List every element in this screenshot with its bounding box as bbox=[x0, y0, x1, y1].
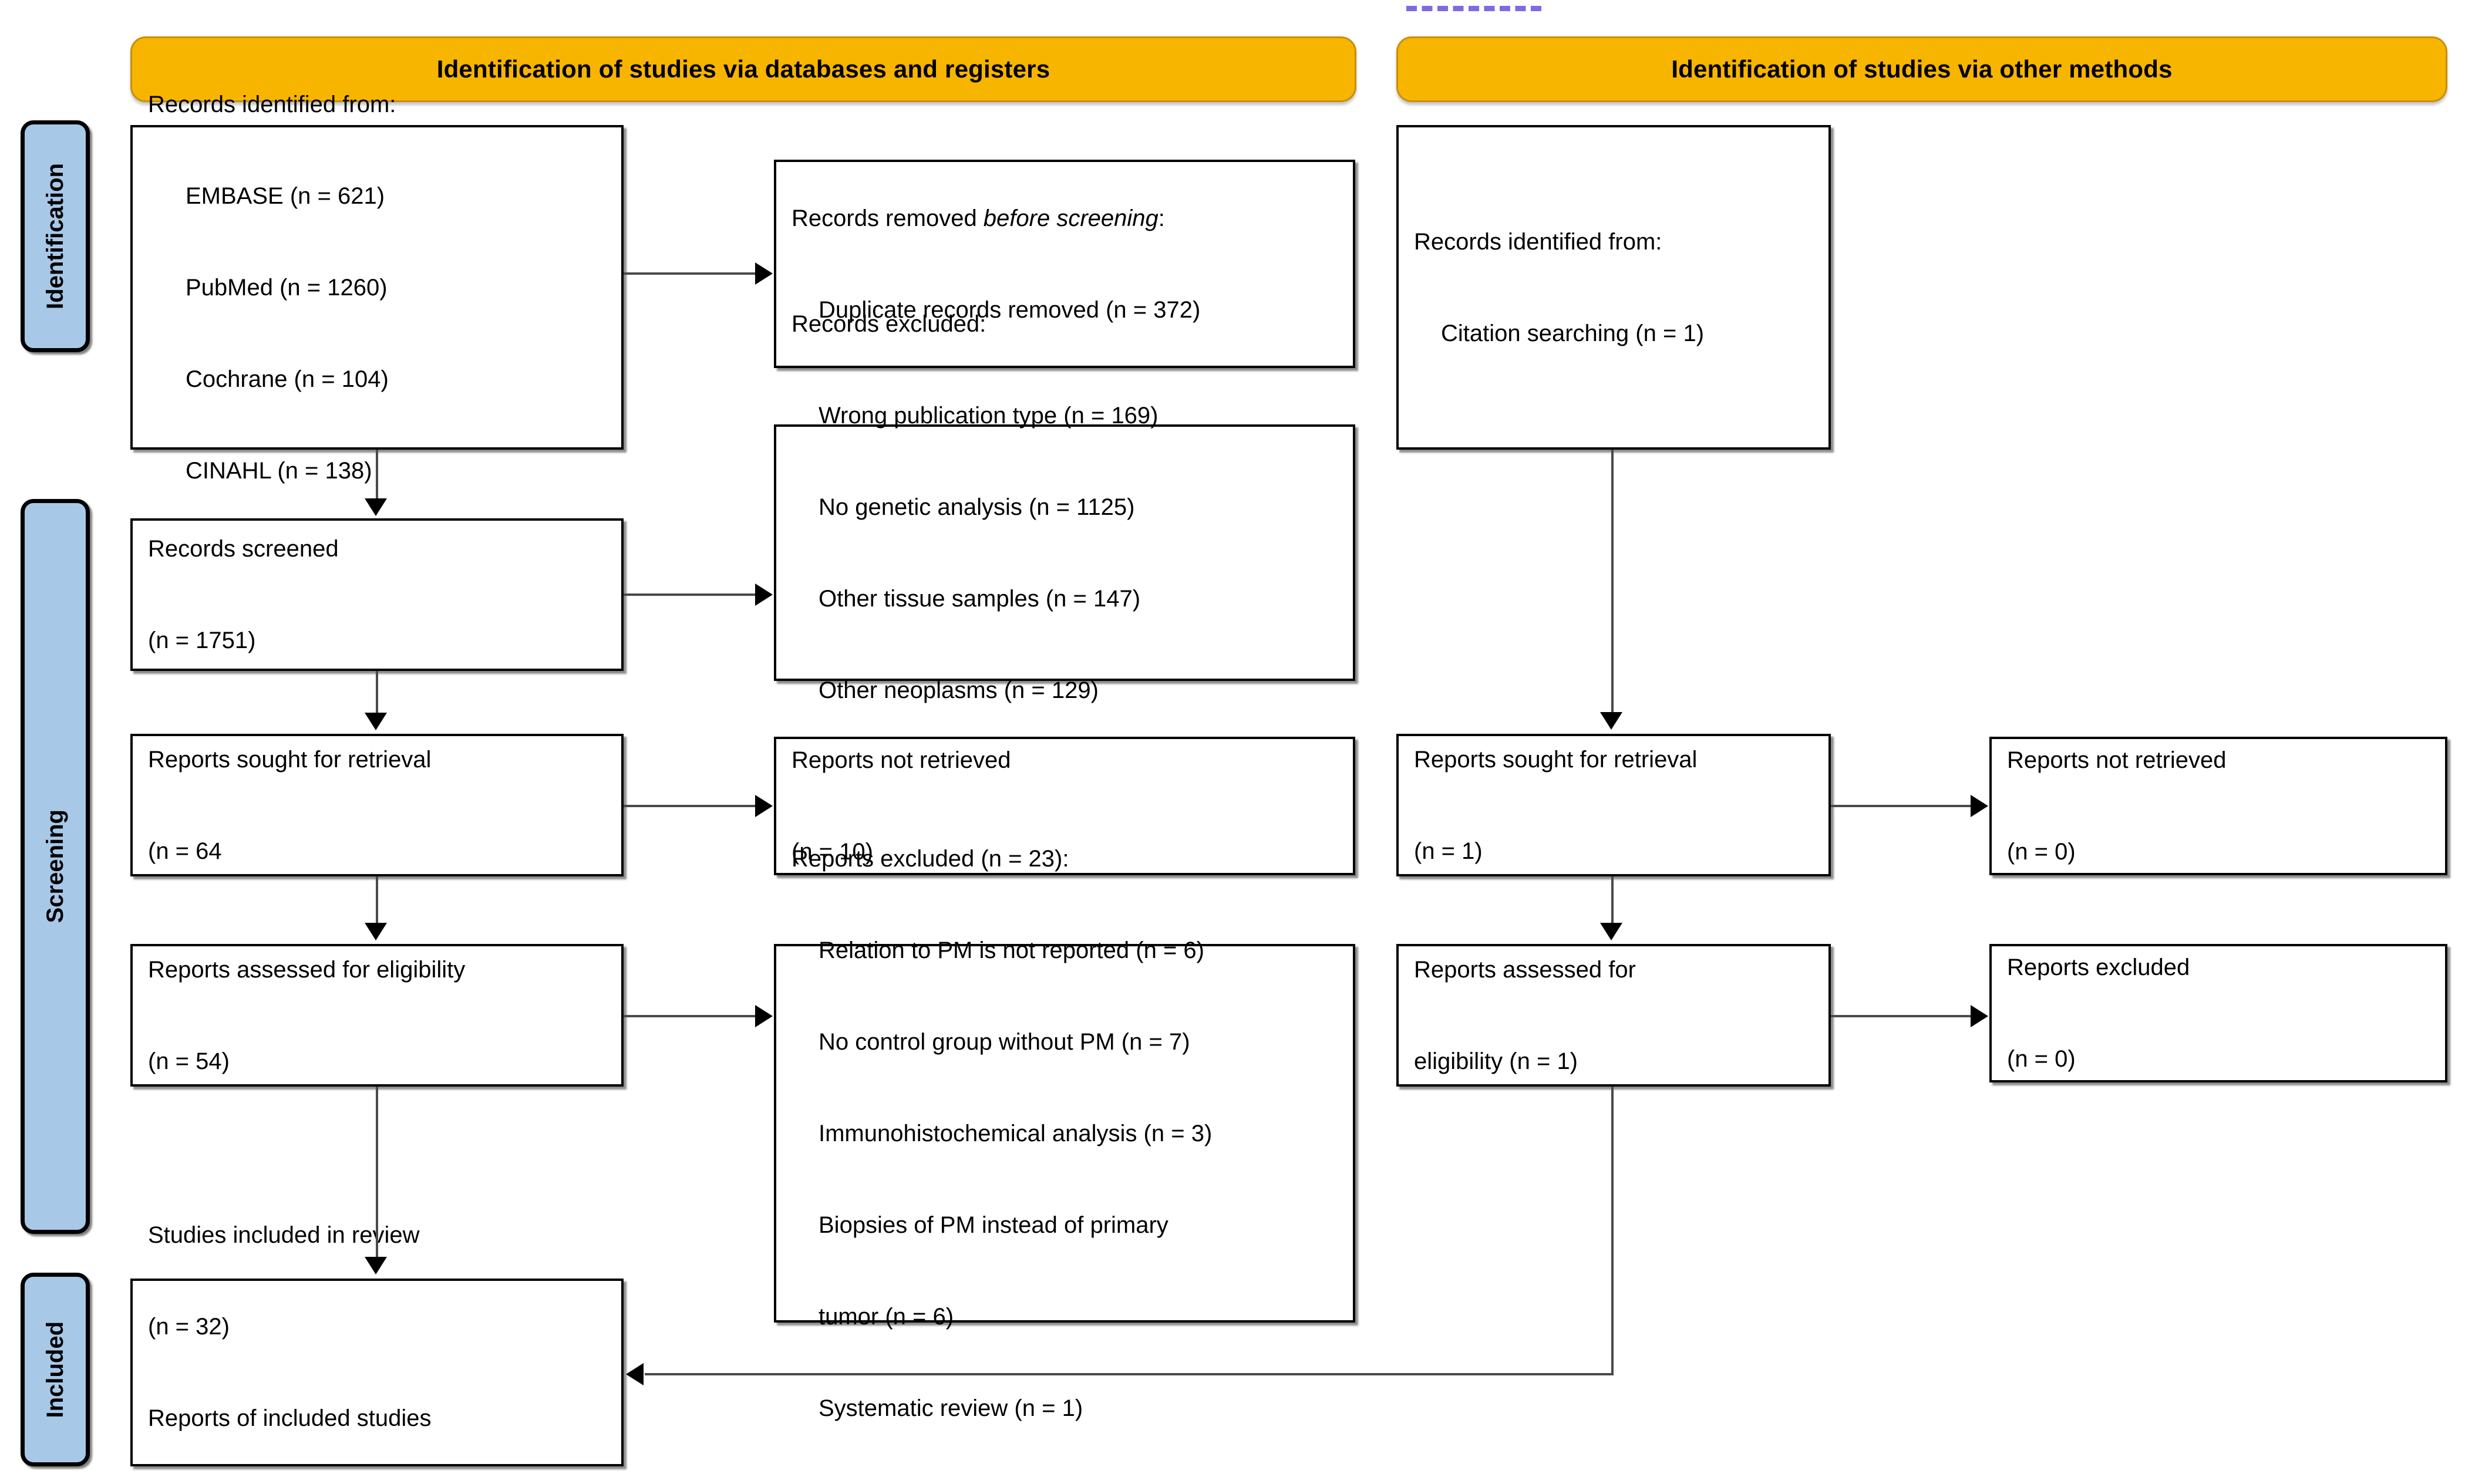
records-identified-line1: Records identified from: bbox=[148, 91, 396, 117]
rail-identification: Identification bbox=[21, 120, 90, 352]
arrow-identified-to-removed bbox=[755, 262, 773, 285]
box-reports-sought: Reports sought for retrieval (n = 64 bbox=[130, 734, 624, 876]
box-studies-included: Studies included in review (n = 32) Repo… bbox=[130, 1222, 624, 1466]
arrow-identified-to-screened bbox=[365, 498, 387, 516]
arrow-screened-to-excluded bbox=[755, 584, 773, 606]
connector-identified-to-removed bbox=[624, 272, 756, 275]
box-records-screened: Records screened (n = 1751) bbox=[130, 518, 624, 671]
records-removed-line2: Duplicate records removed (n = 372) bbox=[819, 296, 1201, 323]
reports-sought-line1: Reports sought for retrieval bbox=[148, 746, 432, 773]
records-excluded-line3: No genetic analysis (n = 1125) bbox=[819, 494, 1135, 520]
box-other-reports-excluded: Reports excluded (n = 0) bbox=[1989, 944, 2447, 1082]
records-excluded-line5: Other neoplasms (n = 129) bbox=[819, 677, 1099, 703]
arrow-assessed-to-excluded bbox=[755, 1005, 773, 1027]
arrow-other-sought-to-not-retrieved bbox=[1971, 795, 1988, 817]
other-reports-sought-line1: Reports sought for retrieval bbox=[1414, 746, 1698, 773]
box-other-reports-not-retrieved: Reports not retrieved (n = 0) bbox=[1989, 737, 2447, 875]
connector-screened-to-sought bbox=[376, 671, 378, 713]
records-excluded-line2: Wrong publication type (n = 169) bbox=[819, 402, 1159, 429]
connector-sought-to-assessed bbox=[376, 876, 378, 923]
other-reports-sought-line2: (n = 1) bbox=[1414, 838, 1483, 864]
reports-not-retrieved-line2: (n = 10) bbox=[792, 839, 873, 865]
reports-excluded-line7: Systematic review (n = 1) bbox=[819, 1395, 1083, 1421]
studies-included-line2: (n = 32) bbox=[148, 1314, 230, 1340]
arrow-assessed-to-included bbox=[365, 1257, 387, 1274]
reports-sought-line2: (n = 64 bbox=[148, 838, 222, 864]
rail-included: Included bbox=[21, 1273, 90, 1466]
box-other-reports-sought: Reports sought for retrieval (n = 1) bbox=[1396, 734, 1831, 876]
connector-other-identified-to-sought bbox=[1611, 450, 1614, 713]
studies-included-line3: Reports of included studies bbox=[148, 1405, 432, 1431]
connector-screened-to-excluded bbox=[624, 593, 756, 596]
header-other-methods: Identification of studies via other meth… bbox=[1396, 36, 2447, 102]
box-reports-excluded: Reports excluded (n = 23): Relation to P… bbox=[774, 846, 1355, 1421]
connector-other-sought-to-not-retrieved bbox=[1831, 805, 1972, 807]
dashed-artifact bbox=[1406, 6, 1541, 11]
header-databases-registers: Identification of studies via databases … bbox=[130, 36, 1356, 102]
records-removed-line1-pre: Records removed bbox=[792, 205, 984, 231]
records-excluded-line4: Other tissue samples (n = 147) bbox=[819, 585, 1141, 612]
studies-included-line1: Studies included in review bbox=[148, 1222, 420, 1248]
connector-identified-to-screened bbox=[376, 450, 378, 500]
records-identified-line4: Cochrane (n = 104) bbox=[186, 366, 389, 392]
reports-excluded-line3: No control group without PM (n = 7) bbox=[819, 1028, 1190, 1055]
box-reports-assessed: Reports assessed for eligibility (n = 54… bbox=[130, 944, 624, 1087]
connector-other-assessed-left-to-included bbox=[645, 1373, 1612, 1375]
arrow-sought-to-not-retrieved bbox=[755, 795, 773, 817]
records-identified-line5: CINAHL (n = 138) bbox=[186, 457, 372, 484]
records-identified-line2: EMBASE (n = 621) bbox=[186, 183, 385, 209]
box-records-removed: Records removed before screening: Duplic… bbox=[774, 160, 1355, 368]
rail-identification-label: Identification bbox=[42, 163, 68, 309]
rail-screening: Screening bbox=[21, 499, 90, 1234]
reports-excluded-line6: tumor (n = 6) bbox=[819, 1303, 954, 1330]
records-removed-line1-em: before screening bbox=[983, 205, 1159, 231]
arrow-other-sought-to-assessed bbox=[1600, 923, 1622, 940]
records-removed-line1: Records removed before screening: bbox=[792, 203, 1338, 234]
arrow-sought-to-assessed bbox=[365, 923, 387, 940]
reports-assessed-line1: Reports assessed for eligibility bbox=[148, 956, 466, 983]
reports-not-retrieved-line1: Reports not retrieved bbox=[792, 747, 1011, 773]
other-reports-excluded-line2: (n = 0) bbox=[2007, 1046, 2076, 1072]
other-reports-not-retrieved-line2: (n = 0) bbox=[2007, 839, 2076, 865]
reports-excluded-line5: Biopsies of PM instead of primary bbox=[819, 1212, 1168, 1238]
other-reports-not-retrieved-line1: Reports not retrieved bbox=[2007, 747, 2227, 773]
reports-excluded-line4: Immunohistochemical analysis (n = 3) bbox=[819, 1120, 1213, 1146]
records-screened-line2: (n = 1751) bbox=[148, 628, 256, 653]
arrow-other-assessed-to-excluded bbox=[1971, 1005, 1988, 1027]
connector-other-assessed-to-excluded bbox=[1831, 1015, 1972, 1017]
connector-sought-to-not-retrieved bbox=[624, 805, 756, 807]
records-excluded-line1: Records excluded: bbox=[792, 311, 986, 337]
other-reports-excluded-line1: Reports excluded bbox=[2007, 955, 2190, 980]
records-removed-line1-post: : bbox=[1158, 205, 1165, 231]
box-records-excluded: Records excluded: Wrong publication type… bbox=[774, 311, 1355, 795]
header-other-label: Identification of studies via other meth… bbox=[1671, 55, 2173, 83]
other-records-identified-line2: Citation searching (n = 1) bbox=[1441, 320, 1705, 346]
box-reports-not-retrieved: Reports not retrieved (n = 10) bbox=[774, 737, 1355, 875]
reports-excluded-line2: Relation to PM is not reported (n = 6) bbox=[819, 937, 1204, 963]
connector-other-assessed-down bbox=[1611, 1087, 1614, 1375]
connector-assessed-to-included bbox=[376, 1087, 378, 1258]
other-records-identified-line1: Records identified from: bbox=[1414, 228, 1662, 255]
other-reports-assessed-line1: Reports assessed for bbox=[1414, 956, 1636, 983]
rail-included-label: Included bbox=[42, 1321, 68, 1418]
header-databases-label: Identification of studies via databases … bbox=[436, 55, 1050, 83]
arrow-screened-to-sought bbox=[365, 713, 387, 730]
connector-assessed-to-excluded bbox=[624, 1015, 756, 1017]
reports-assessed-line2: (n = 54) bbox=[148, 1048, 230, 1074]
box-other-records-identified: Records identified from: Citation search… bbox=[1396, 125, 1831, 450]
other-reports-assessed-line2: eligibility (n = 1) bbox=[1414, 1048, 1578, 1074]
arrow-other-assessed-to-included bbox=[626, 1363, 644, 1385]
rail-screening-label: Screening bbox=[42, 810, 68, 923]
records-identified-line3: PubMed (n = 1260) bbox=[186, 274, 388, 301]
connector-other-sought-to-assessed bbox=[1611, 876, 1614, 923]
records-screened-line1: Records screened bbox=[148, 536, 339, 562]
reports-excluded-line1: Reports excluded (n = 23): bbox=[792, 845, 1069, 872]
box-other-reports-assessed: Reports assessed for eligibility (n = 1) bbox=[1396, 944, 1831, 1087]
box-records-identified: Records identified from: EMBASE (n = 621… bbox=[130, 92, 624, 484]
arrow-other-identified-to-sought bbox=[1600, 712, 1622, 730]
